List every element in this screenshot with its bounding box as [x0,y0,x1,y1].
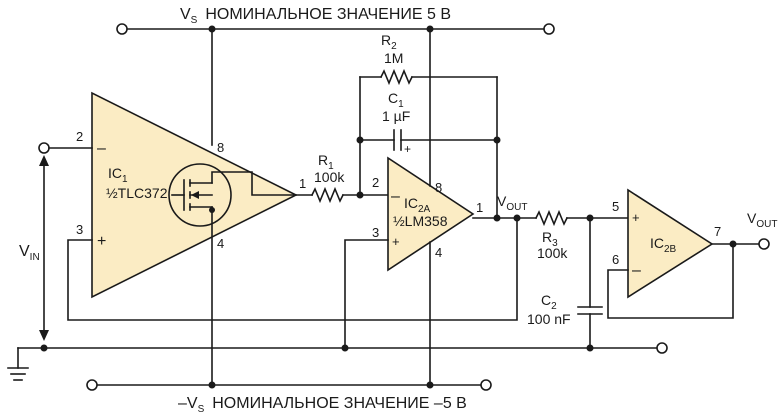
ic1-pin-1: 1 [299,176,306,191]
mosfet-drain-to-output [211,171,297,196]
ic1-plus-feedback [67,217,518,321]
r3-resistor[interactable] [534,209,569,227]
ic2a-pin-2: 2 [372,175,379,190]
ic2a-name: IC2A [404,195,431,215]
ic2b-name: IC2B [650,235,677,255]
ic1-pin-3: 3 [76,222,83,237]
ic2a-pin-1: 1 [476,200,483,215]
ic2a-vplus-junction [426,25,434,33]
ic2a-plus-sign: + [392,234,400,249]
r2-value: 1M [384,50,403,66]
ic2a-minus-sign: – [391,188,400,205]
c2-name: C2 [541,292,557,312]
ic1-plus-sign: + [97,233,106,250]
c1-name: C1 [388,90,404,110]
c1-right-junction [493,136,501,144]
ground-right-terminal[interactable] [656,342,668,354]
vin-terminal[interactable] [38,142,50,154]
c1-polarity-sign: + [404,142,411,156]
ic2a-vminus-junction [426,381,434,389]
mosfet-body-arrow [191,191,199,199]
ic2b-pin-6: 6 [612,252,619,267]
ic1-pin-2: 2 [76,129,83,144]
vplus-rail-left-terminal[interactable] [116,23,128,35]
ic1-pin-8: 8 [217,140,224,155]
vout-terminal[interactable] [758,238,770,250]
ic2b-pin-7: 7 [714,224,721,239]
ic2a-pin-8: 8 [435,180,442,195]
ic1-part: ½TLC372 [106,185,168,201]
vin-ground-junction [40,344,48,352]
ic1-vplus-junction [208,25,216,33]
r3-name: R3 [542,229,558,249]
ic2b-feedback [607,243,734,319]
feedback-to-ic1-junction [513,214,521,222]
ic1-vminus-junction [208,381,216,389]
r1-value: 100k [314,169,345,185]
c2-value: 100 nF [527,311,571,327]
ic2b-plus-sign: + [632,210,640,225]
ic2b-pin-5: 5 [612,199,619,214]
ic2a-ground-junction [341,344,349,352]
vin-label: VIN [19,243,40,263]
vout-node-label: VOUT [497,193,527,213]
r1-name: R1 [318,152,334,172]
ic2a-pin-4: 4 [435,245,442,260]
r3-value: 100k [537,245,568,261]
ic2a-part: ½LM358 [393,213,448,229]
ic1-name: IC1 [108,165,128,185]
ic1-output-mosfet-body [168,163,232,227]
ic2b-amplifier[interactable] [627,188,714,299]
ic2a-output-junction [493,214,501,222]
r2-name: R2 [381,32,397,52]
ic2a-pin-3: 3 [372,225,379,240]
ic2b-minus-sign: – [632,262,641,279]
vin-arrow-up [39,155,49,166]
r1-resistor[interactable] [310,186,345,204]
vplus-rail-right-terminal[interactable] [543,23,555,35]
c2-ground-junction [586,344,594,352]
vin-arrow-down [39,330,49,341]
c1-left-junction [356,136,364,144]
vminus-rail-left-terminal[interactable] [86,379,98,391]
vout-terminal-label: VOUT [747,210,777,230]
vminus-rail-right-terminal[interactable] [480,379,492,391]
ic1-minus-sign: – [97,140,106,157]
r2-resistor[interactable] [379,68,414,86]
ic2a-plus-to-ground [344,239,389,349]
c1-value: 1 µF [382,108,410,124]
ic1-pin-4: 4 [217,236,224,251]
